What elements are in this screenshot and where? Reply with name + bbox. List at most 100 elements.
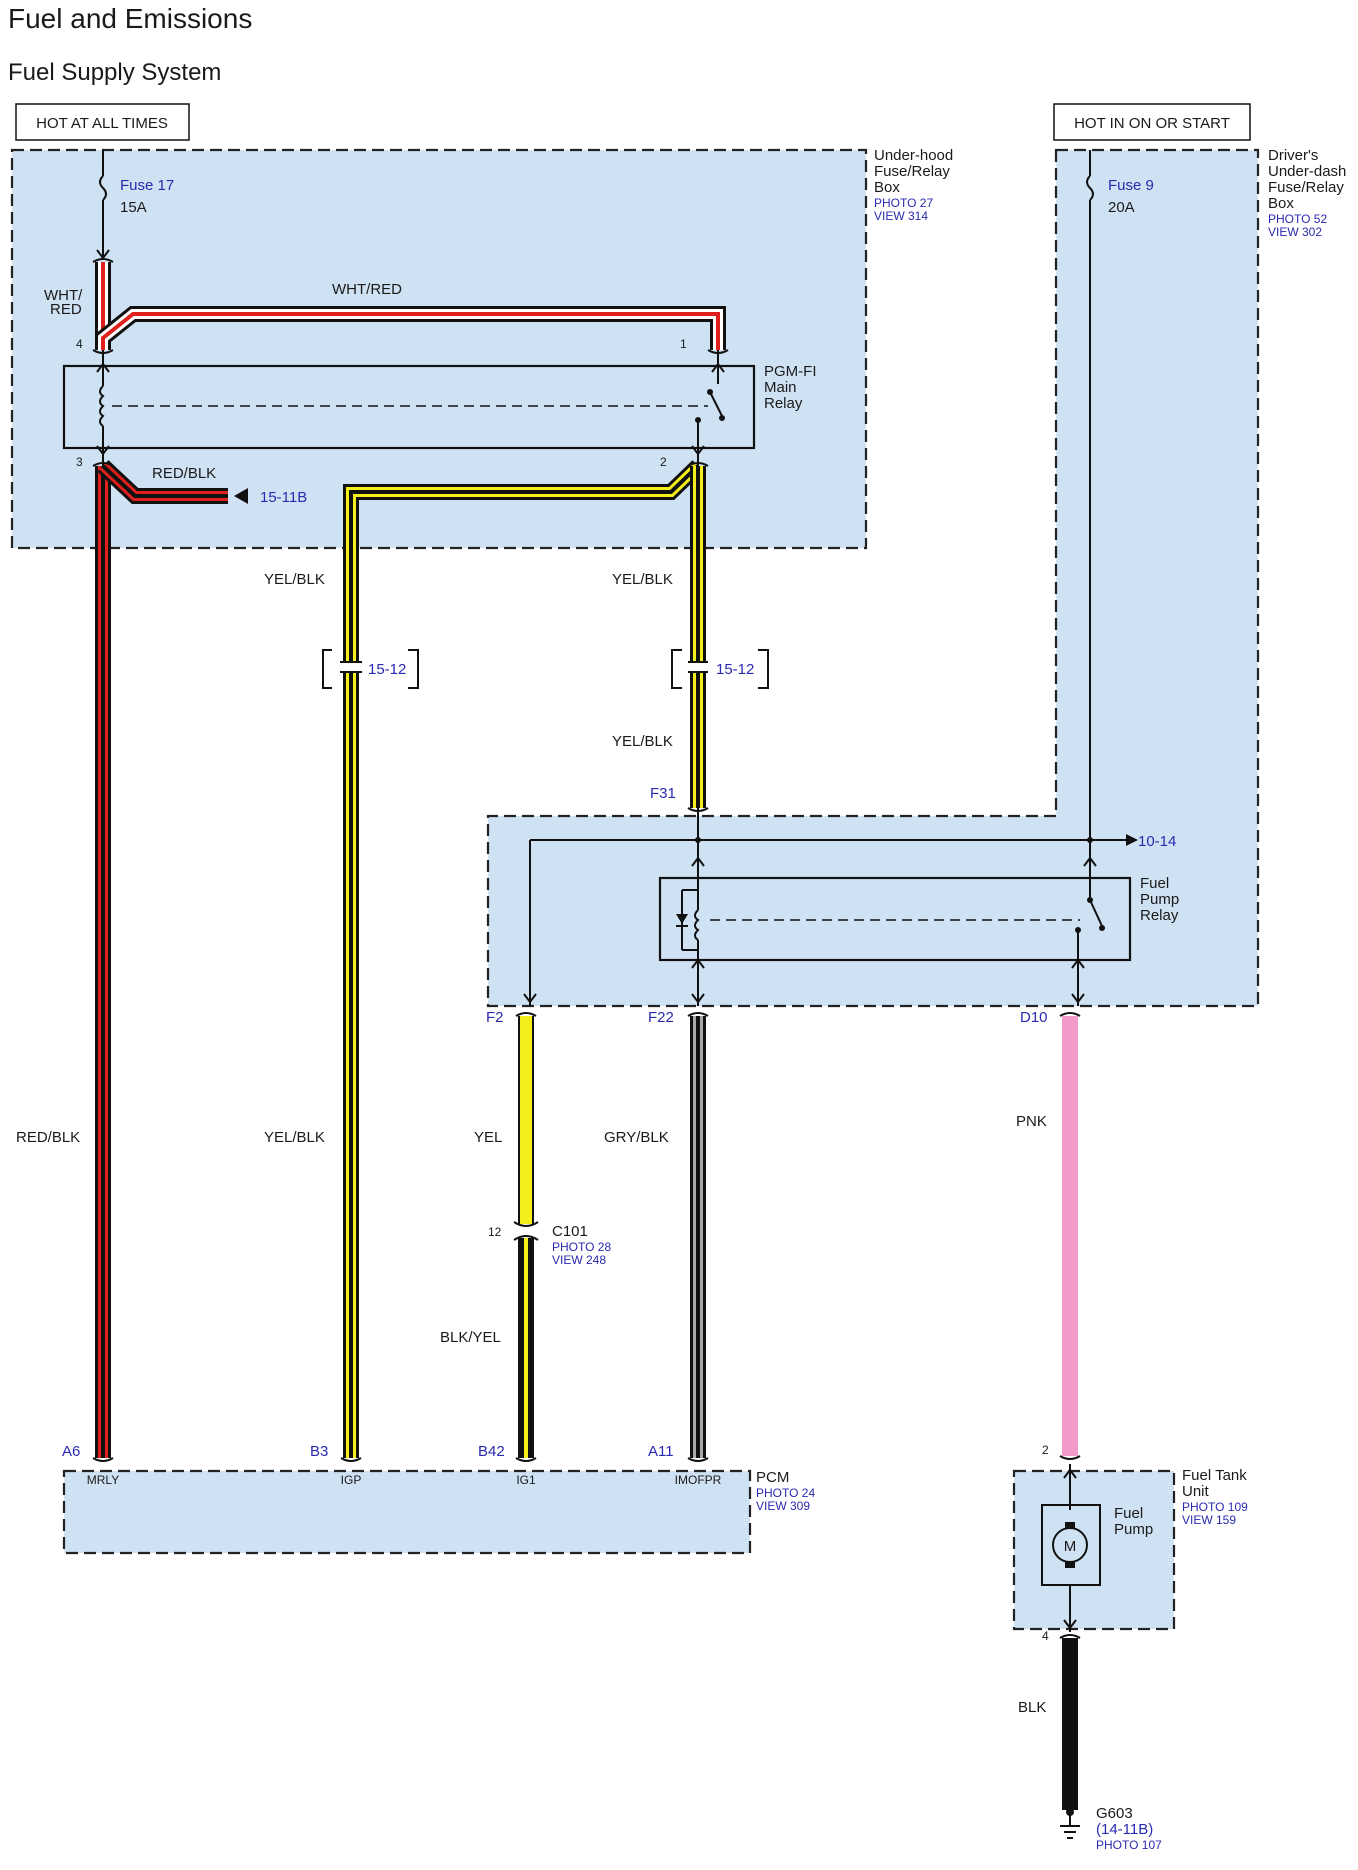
svg-text:PHOTO 24: PHOTO 24 xyxy=(756,1486,815,1500)
svg-text:PHOTO 109: PHOTO 109 xyxy=(1182,1500,1248,1514)
splice-15-12-left xyxy=(322,649,419,689)
svg-text:HOT IN ON OR START: HOT IN ON OR START xyxy=(1074,115,1230,132)
pcm-pin-label-imofpr: IMOFPR xyxy=(675,1473,722,1487)
svg-text:C101: C101 xyxy=(552,1223,588,1240)
ref-10-14: 10-14 xyxy=(1138,833,1176,850)
wire-red-blk-branch xyxy=(97,460,248,504)
fuel-pump-pin-4: 4 xyxy=(1042,1629,1049,1643)
svg-text:Pump: Pump xyxy=(1114,1521,1153,1538)
pgm-fi-main-relay xyxy=(62,364,756,450)
main-relay-pin-3: 3 xyxy=(76,455,83,469)
c101-connector xyxy=(510,1221,542,1241)
svg-text:PHOTO 52: PHOTO 52 xyxy=(1268,212,1327,226)
svg-text:VIEW 314: VIEW 314 xyxy=(874,209,928,223)
main-relay-internals xyxy=(96,350,725,466)
svg-text:15A: 15A xyxy=(120,199,147,216)
wire-label-yel: YEL xyxy=(474,1129,502,1146)
svg-text:VIEW 159: VIEW 159 xyxy=(1182,1513,1236,1527)
pcm-pin-label-mrly: MRLY xyxy=(87,1473,119,1487)
pump-relay-internals xyxy=(523,808,1138,1006)
fuel-tank-unit-label: Fuel Tank Unit PHOTO 109 VIEW 159 xyxy=(1182,1467,1248,1527)
svg-text:VIEW 309: VIEW 309 xyxy=(756,1499,810,1513)
main-relay-pin-4: 4 xyxy=(76,337,83,351)
page-title: Fuel and Emissions xyxy=(8,3,252,34)
fuse-17: Fuse 17 15A xyxy=(96,150,174,260)
svg-text:Fuel: Fuel xyxy=(1114,1505,1143,1522)
svg-text:12: 12 xyxy=(488,1225,502,1239)
motor-symbol: M xyxy=(1064,1538,1077,1555)
ref-15-12-left: 15-12 xyxy=(368,661,406,678)
svg-text:Unit: Unit xyxy=(1182,1483,1210,1500)
wire-wht-red-loop xyxy=(95,306,726,350)
svg-text:Fuse 9: Fuse 9 xyxy=(1108,177,1154,194)
svg-text:G603: G603 xyxy=(1096,1805,1133,1822)
svg-text:PHOTO 28: PHOTO 28 xyxy=(552,1240,611,1254)
svg-text:Box: Box xyxy=(874,179,900,196)
wire-yel xyxy=(518,1016,534,1224)
pcm-label: PCM PHOTO 24 VIEW 309 xyxy=(756,1469,815,1513)
fuel-pump-pin-2: 2 xyxy=(1042,1443,1049,1457)
svg-text:Relay: Relay xyxy=(1140,907,1179,924)
hot-in-on-or-start-label: HOT IN ON OR START xyxy=(1053,103,1251,141)
svg-text:Box: Box xyxy=(1268,195,1294,212)
fuse-9: Fuse 9 20A xyxy=(1086,150,1154,838)
wire-gry-blk xyxy=(690,1016,706,1458)
svg-text:Driver's: Driver's xyxy=(1268,147,1318,164)
page-subtitle: Fuel Supply System xyxy=(8,59,221,86)
wire-label-yel-blk-left-main: YEL/BLK xyxy=(264,1129,325,1146)
wire-label-gry-blk: GRY/BLK xyxy=(604,1129,669,1146)
ref-15-12-right: 15-12 xyxy=(716,661,754,678)
pcm-pin-a6: A6 xyxy=(62,1443,80,1460)
wire-label-wht-red-2: RED xyxy=(50,301,82,318)
pcm-pin-b3: B3 xyxy=(310,1443,328,1460)
svg-text:HOT AT ALL TIMES: HOT AT ALL TIMES xyxy=(36,115,168,132)
svg-text:PHOTO 27: PHOTO 27 xyxy=(874,196,933,210)
wire-label-red-blk-top: RED/BLK xyxy=(152,465,216,482)
svg-text:20A: 20A xyxy=(1108,199,1135,216)
svg-text:Fuse/Relay: Fuse/Relay xyxy=(874,163,950,180)
pcm-pin-label-igp: IGP xyxy=(341,1473,362,1487)
svg-text:Main: Main xyxy=(764,379,797,396)
svg-text:Pump: Pump xyxy=(1140,891,1179,908)
wire-label-yel-blk-right-mid: YEL/BLK xyxy=(612,733,673,750)
ref-15-11b: 15-11B xyxy=(260,489,307,506)
wire-blk xyxy=(1062,1638,1078,1810)
pcm-pin-b42: B42 xyxy=(478,1443,505,1460)
main-relay-pin-1: 1 xyxy=(680,337,687,351)
fuel-pump-relay xyxy=(658,876,1132,962)
underdash-fuse-relay-box xyxy=(486,148,1260,1008)
wire-label-yel-blk-right-top: YEL/BLK xyxy=(612,571,673,588)
svg-text:(14-11B): (14-11B) xyxy=(1096,1821,1153,1838)
connector-f22: F22 xyxy=(648,1009,674,1026)
svg-text:Relay: Relay xyxy=(764,395,803,412)
svg-text:Under-dash: Under-dash xyxy=(1268,163,1346,180)
connector-f31: F31 xyxy=(650,785,676,802)
fuel-tank-unit-box xyxy=(1012,1469,1176,1631)
svg-text:Fuse 17: Fuse 17 xyxy=(120,177,174,194)
pcm-box xyxy=(62,1469,752,1555)
fuel-pump-label: Fuel Pump xyxy=(1114,1505,1153,1538)
main-relay-pin-2: 2 xyxy=(660,455,667,469)
wire-label-pnk: PNK xyxy=(1016,1113,1047,1130)
wire-label-red-blk-main: RED/BLK xyxy=(16,1129,80,1146)
connector-d10: D10 xyxy=(1020,1009,1048,1026)
pump-relay-label: Fuel Pump Relay xyxy=(1140,875,1179,924)
connector-f2: F2 xyxy=(486,1009,504,1026)
wire-blk-yel xyxy=(518,1238,534,1458)
svg-text:Fuel Tank: Fuel Tank xyxy=(1182,1467,1247,1484)
hot-at-all-times-label: HOT AT ALL TIMES xyxy=(15,103,190,141)
wire-label-wht-red-1: WHT/ xyxy=(44,287,83,304)
c101-label: 12 C101 PHOTO 28 VIEW 248 xyxy=(488,1223,611,1267)
splice-15-12-right xyxy=(671,649,769,689)
wire-yel-blk-left xyxy=(343,460,704,1458)
pcm-pin-a11: A11 xyxy=(648,1443,674,1460)
main-relay-label: PGM-FI Main Relay xyxy=(764,363,817,412)
svg-text:Fuel: Fuel xyxy=(1140,875,1169,892)
wire-label-yel-blk-left-top: YEL/BLK xyxy=(264,571,325,588)
wire-red-blk-main xyxy=(95,466,111,1458)
svg-text:Fuse/Relay: Fuse/Relay xyxy=(1268,179,1344,196)
wire-label-wht-red-top: WHT/RED xyxy=(332,281,402,298)
svg-text:VIEW 248: VIEW 248 xyxy=(552,1253,606,1267)
underhood-box-label: Under-hood Fuse/Relay Box PHOTO 27 VIEW … xyxy=(874,147,953,223)
